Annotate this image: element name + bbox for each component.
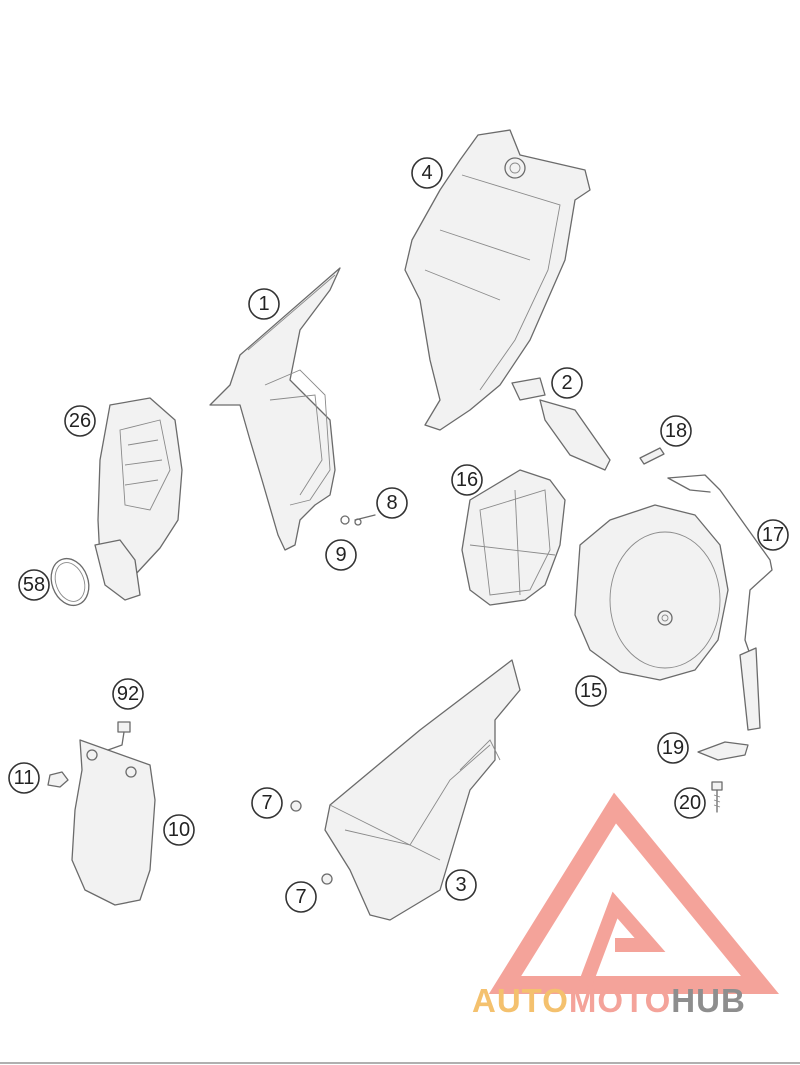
callout-label: 10	[168, 819, 190, 841]
callout-1: 1	[248, 288, 280, 320]
callout-10: 10	[163, 814, 195, 846]
callout-26: 26	[64, 405, 96, 437]
callout-label: 58	[23, 574, 45, 596]
watermark-auto: AUTO	[472, 982, 569, 1019]
callout-label: 19	[662, 737, 684, 759]
callout-label: 7	[261, 792, 272, 814]
callout-label: 18	[665, 420, 687, 442]
part-pin	[639, 447, 665, 465]
watermark-hub: HUB	[671, 982, 746, 1019]
part-bracket	[697, 741, 749, 761]
callout-20: 20	[674, 787, 706, 819]
callout-label: 4	[421, 162, 432, 184]
part-clamp	[50, 557, 90, 607]
part-air-filter	[574, 504, 729, 681]
callout-7a: 7	[251, 787, 283, 819]
part-filter-holder	[667, 474, 773, 731]
callout-11: 11	[8, 762, 40, 794]
part-fasteners	[340, 514, 376, 526]
callout-label: 15	[580, 680, 602, 702]
callout-92: 92	[112, 678, 144, 710]
callout-9: 9	[325, 539, 357, 571]
part-side-cover	[324, 659, 521, 921]
part-airbox-housing	[404, 129, 591, 431]
callout-label: 3	[455, 874, 466, 896]
part-strap	[511, 377, 611, 471]
callout-17: 17	[757, 519, 789, 551]
callout-label: 16	[456, 469, 478, 491]
callout-3: 3	[445, 869, 477, 901]
callout-15: 15	[575, 675, 607, 707]
watermark-logo	[488, 792, 780, 994]
callout-2: 2	[551, 367, 583, 399]
callout-8: 8	[376, 487, 408, 519]
callout-label: 8	[386, 492, 397, 514]
part-filter-cage	[461, 469, 566, 606]
watermark-moto: MOTO	[568, 982, 672, 1019]
callout-label: 7	[295, 886, 306, 908]
part-screw	[711, 781, 723, 813]
part-small-screws	[290, 800, 333, 885]
callout-4: 4	[411, 157, 443, 189]
callout-label: 26	[69, 410, 91, 432]
part-airbox-side-left	[209, 267, 341, 551]
callout-label: 20	[679, 792, 701, 814]
callout-16: 16	[451, 464, 483, 496]
callout-label: 1	[258, 293, 269, 315]
callout-label: 92	[117, 683, 139, 705]
callout-58: 58	[18, 569, 50, 601]
part-intake-cage	[94, 397, 183, 601]
callout-label: 9	[335, 544, 346, 566]
bottom-divider	[0, 1062, 800, 1064]
part-mud-flap	[71, 739, 156, 906]
callout-19: 19	[657, 732, 689, 764]
callout-label: 17	[762, 524, 784, 546]
callout-18: 18	[660, 415, 692, 447]
callout-label: 2	[561, 372, 572, 394]
callout-7b: 7	[285, 881, 317, 913]
callout-label: 11	[14, 767, 35, 789]
watermark-text: AUTOMOTOHUB	[472, 982, 746, 1020]
part-screw-washer	[47, 721, 131, 788]
